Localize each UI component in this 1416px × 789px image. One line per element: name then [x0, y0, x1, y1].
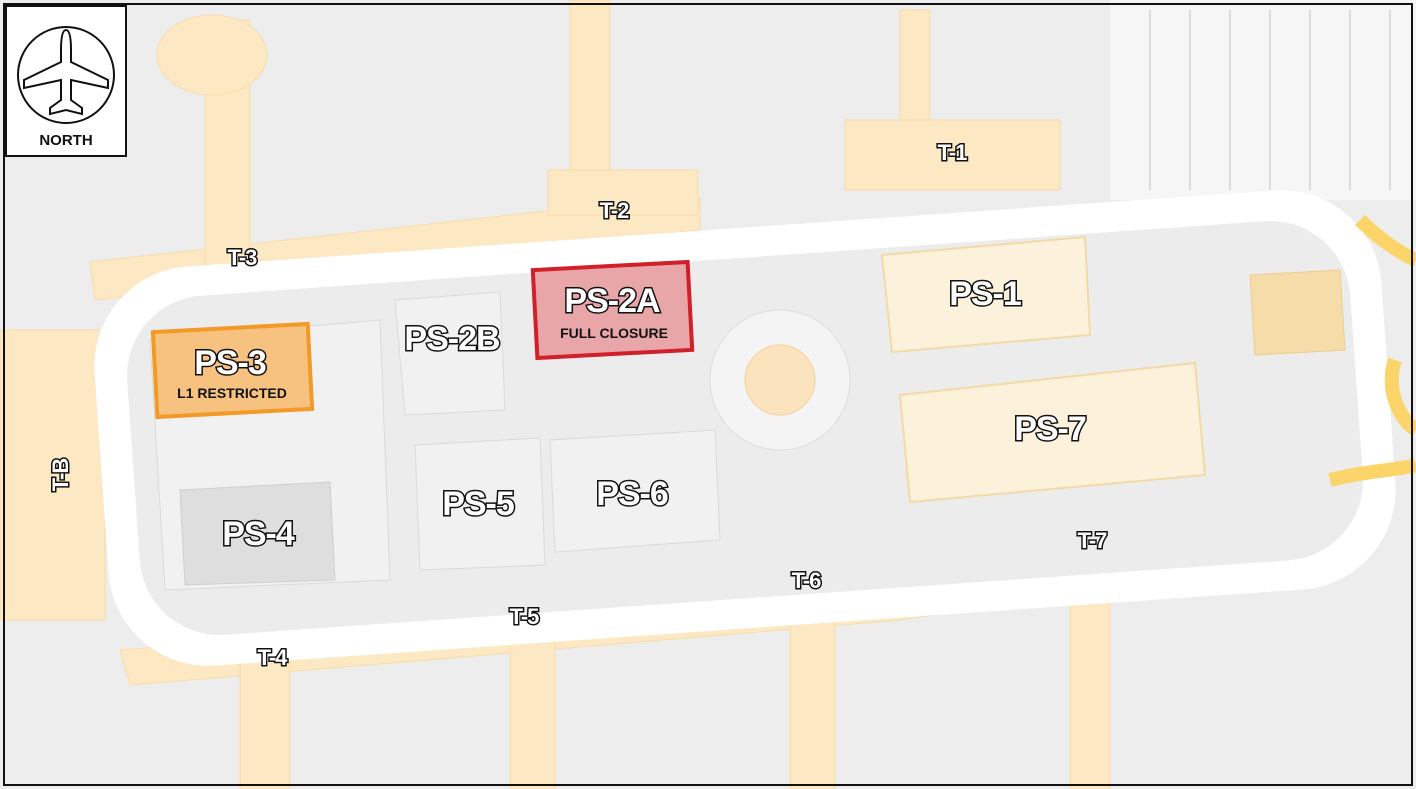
map-frame: [3, 3, 1413, 786]
terminal-label-t6: T-6: [792, 568, 822, 593]
lot-status-ps3: L1 RESTRICTED: [177, 385, 287, 401]
lot-ps3-restricted-box: [150, 321, 315, 420]
building-right: [1249, 269, 1346, 356]
terminal-label-t1: T-1: [938, 140, 968, 165]
lot-label-ps4: PS-4: [222, 515, 295, 553]
rental-car-lanes: [1149, 10, 1391, 190]
lot-label-ps5: PS-5: [442, 485, 514, 523]
lot-label-ps2b: PS-2B: [404, 320, 500, 358]
compass-label: NORTH: [39, 132, 92, 149]
terminal-label-t4: T-4: [258, 645, 289, 670]
airplane-north-icon: [23, 28, 109, 116]
terminal-label-t5: T-5: [510, 604, 540, 629]
lot-status-ps2a: FULL CLOSURE: [560, 325, 668, 341]
terminal-label-tb: T-B: [48, 459, 73, 492]
lot-label-ps6: PS-6: [596, 475, 668, 513]
terminal-label-t3: T-3: [228, 245, 258, 270]
lot-label-ps2a: PS-2A: [564, 282, 660, 320]
lot-label-ps1: PS-1: [949, 275, 1021, 313]
lot-ps1-area: [880, 235, 1092, 354]
lot-ps7-area: [898, 361, 1207, 504]
terminal-label-t2: T-2: [600, 198, 630, 223]
north-compass: NORTH: [5, 5, 127, 157]
lot-label-ps7: PS-7: [1014, 410, 1086, 448]
terminal-label-t7: T-7: [1078, 528, 1108, 553]
lot-ps2a-closure-box: [530, 259, 695, 361]
rental-car-area: [1110, 0, 1416, 200]
lot-label-ps3: PS-3: [194, 344, 266, 382]
